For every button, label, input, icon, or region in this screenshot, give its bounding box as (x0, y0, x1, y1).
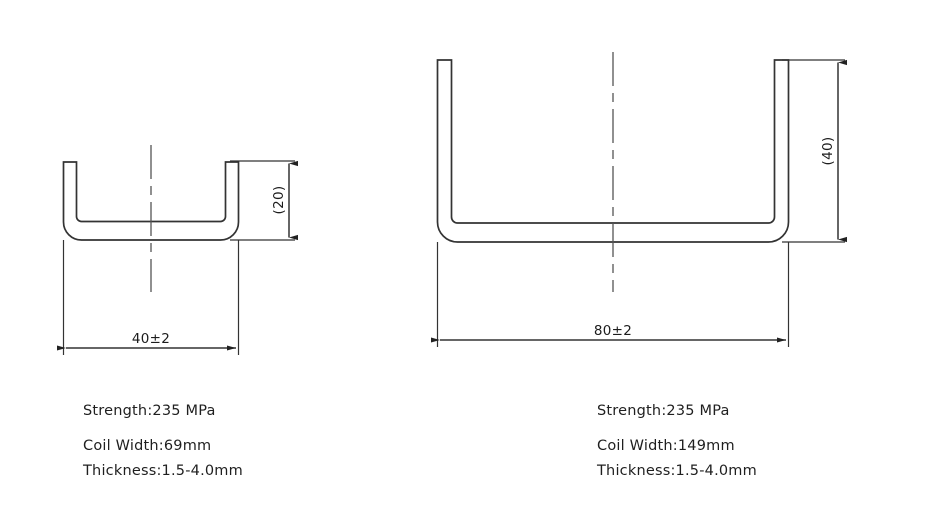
right-spec-coil-width: Coil Width:149mm (597, 438, 735, 455)
right-width-dim-text: 80±2 (594, 323, 632, 339)
left-spec-strength: Strength:235 MPa (83, 403, 216, 419)
left-width-dim-text: 40±2 (132, 331, 170, 347)
right-view-spec-block: Strength:235 MPa Coil Width:149mm Thickn… (597, 402, 757, 480)
left-spec-thickness: Thickness:1.5-4.0mm (83, 463, 243, 480)
left-height-dim-text: (20) (271, 186, 287, 215)
left-spec-coil-width: Coil Width:69mm (83, 438, 212, 455)
right-spec-thickness: Thickness:1.5-4.0mm (597, 463, 757, 480)
right-spec-strength: Strength:235 MPa (597, 403, 730, 419)
right-channel-profile (436, 59, 790, 243)
right-height-dim-text: (40) (820, 137, 836, 166)
left-channel-profile (62, 161, 240, 241)
left-view-spec-block: Strength:235 MPa Coil Width:69mm Thickne… (83, 402, 243, 480)
left-view-group: 40±2 (20) (57, 145, 298, 355)
right-view-group: 80±2 (40) (431, 52, 847, 347)
